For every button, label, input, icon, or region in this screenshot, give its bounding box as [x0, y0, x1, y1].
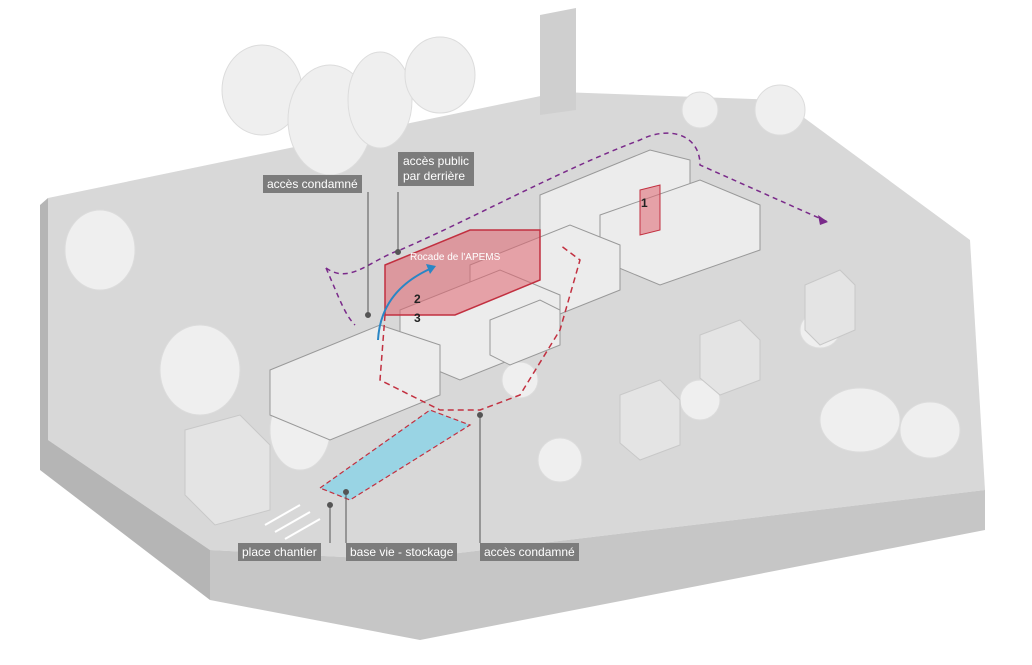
- zone-number-1: 1: [641, 196, 648, 210]
- label-rocade: Rocade de l'APEMS: [410, 252, 501, 263]
- tower-building: [540, 8, 576, 115]
- leader-lines: [327, 192, 483, 543]
- zone-1-volume: [639, 184, 661, 236]
- zone-number-3: 3: [414, 311, 421, 325]
- path-left-branch: [325, 267, 356, 326]
- red-project-zones: [379, 184, 661, 411]
- label-acces-condamne-top: accès condamné: [263, 175, 362, 193]
- neighbour-houses: [184, 269, 856, 526]
- rocade-arrow-head: [426, 264, 436, 274]
- path-arrow-end: [818, 215, 828, 225]
- rocade-arrow: [377, 267, 433, 341]
- zone-number-2: 2: [414, 292, 421, 306]
- storage-area: [318, 409, 472, 501]
- construction-parking: [264, 504, 321, 540]
- label-base-vie: base vie - stockage: [346, 543, 458, 561]
- label-place-chantier: place chantier: [238, 543, 321, 561]
- label-acces-public: accès public par derrière: [398, 152, 475, 186]
- public-access-path: [325, 132, 829, 275]
- terrain-front-face: [210, 490, 985, 640]
- terrain-left-face: [40, 198, 210, 600]
- zone-outline-dashed: [379, 244, 581, 411]
- label-acces-condamne-bottom: accès condamné: [480, 543, 579, 561]
